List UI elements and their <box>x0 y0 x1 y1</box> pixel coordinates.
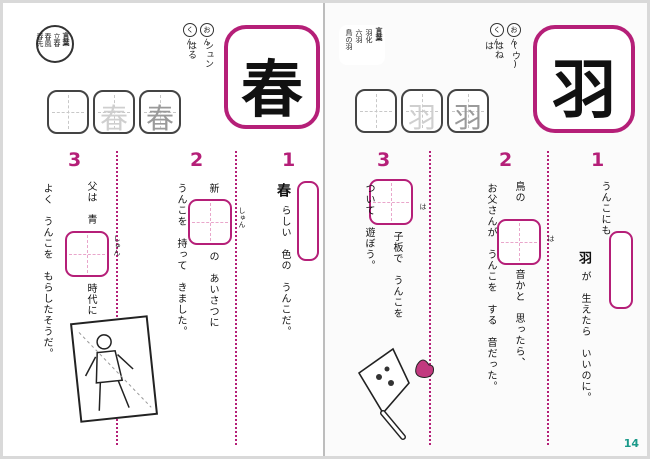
exercise-sentence: よく うんこを もらしたそうだ。 <box>41 183 52 359</box>
column-divider <box>429 151 431 445</box>
vocab-box-right: 言葉 羽化 六羽 鳥の羽 <box>339 25 385 65</box>
column-divider <box>116 151 118 445</box>
answer-blank[interactable] <box>497 219 541 265</box>
practice-box[interactable]: 春 <box>139 90 181 135</box>
exercise-sentence: らしい 色の うんこだ。 <box>279 205 290 337</box>
practice-box[interactable] <box>355 89 397 133</box>
on-reading-badge: おん <box>200 23 214 46</box>
exercise-sentence: の あいさつに <box>207 251 218 328</box>
blank-reading: しゅん <box>238 207 246 228</box>
blank-reading: は <box>419 203 427 210</box>
column-divider <box>547 151 549 445</box>
vocab-word: 春風 <box>44 33 52 47</box>
answer-blank[interactable] <box>297 181 319 261</box>
practice-box[interactable]: 羽 <box>401 89 443 134</box>
vocab-word: 春先 <box>36 33 44 47</box>
exercise-sentence: うんこを 持って きました。 <box>175 183 186 337</box>
exercise-number: 2 <box>190 149 204 171</box>
photo-illustration <box>69 315 159 423</box>
kun-reading: はる <box>186 41 196 59</box>
spine-gutter <box>323 3 325 456</box>
exercise-sentence: 時代に <box>85 283 96 316</box>
on-reading: (ウ) <box>510 41 520 70</box>
kun-reading-badge: くん <box>490 23 504 46</box>
vocab-box-left: 言葉 立春 春風 春先 <box>36 25 74 63</box>
exercise-sentence: 鳥の <box>513 181 524 203</box>
exercise-sentence: 父は 青 <box>85 181 96 225</box>
ghost-kanji: 羽 <box>453 101 482 134</box>
exercise-sentence: 音かと 思ったら、 <box>513 269 524 368</box>
kun-reading-badge: くん <box>183 23 197 46</box>
practice-box[interactable] <box>47 90 89 134</box>
exercise-number: 1 <box>282 149 296 171</box>
person-icon <box>78 332 152 411</box>
kun-reading: はね <box>493 41 503 59</box>
blank-reading: は <box>547 235 555 242</box>
exercise-prefix-kanji: 羽 <box>576 251 591 265</box>
blank-reading: しゅん <box>113 235 121 256</box>
main-kanji-frame: 羽 <box>533 25 635 133</box>
main-kanji-frame: 春 <box>224 25 320 129</box>
ghost-kanji: 春 <box>99 102 128 135</box>
vocab-label: 言葉 <box>375 27 383 41</box>
vocab-word: 鳥の羽 <box>345 29 353 50</box>
on-reading: シュン <box>203 41 213 68</box>
paddle-illustration <box>357 347 434 440</box>
main-kanji: 春 <box>240 53 303 126</box>
exercise-sentence: ついて 遊ぼう。 <box>363 183 374 271</box>
on-reading-badge: おん <box>507 23 521 46</box>
vocab-label: 言葉 <box>62 32 70 46</box>
exercise-sentence: 子板で うんこを <box>391 231 402 319</box>
exercise-sentence: が 生えたら いいのに。 <box>579 271 590 403</box>
answer-blank[interactable] <box>609 231 633 309</box>
answer-blank[interactable] <box>65 231 109 277</box>
exercise-number: 3 <box>377 149 391 171</box>
exercise-number: 1 <box>591 149 605 171</box>
column-divider <box>235 151 237 445</box>
answer-blank[interactable] <box>369 179 413 225</box>
left-page: 言葉 立春 春風 春先 くん おん シュン はる 春 春 春 1 2 3 春 ら… <box>3 3 323 456</box>
page-number: 14 <box>623 437 639 450</box>
right-page: 言葉 羽化 六羽 鳥の羽 くん おん (ウ) はね は 羽 羽 羽 1 2 3 … <box>325 3 647 456</box>
exercise-sentence: 新 <box>207 183 218 194</box>
ghost-kanji: 春 <box>145 102 174 135</box>
exercise-prefix-kanji: 春 <box>275 183 291 198</box>
vocab-word: 六羽 <box>355 29 363 43</box>
vocab-word: 羽化 <box>365 29 373 43</box>
kun-reading-2: は <box>483 41 493 50</box>
exercise-sentence: うんこにも <box>599 181 610 236</box>
vocab-word: 立春 <box>53 33 61 47</box>
ghost-kanji: 羽 <box>407 101 436 134</box>
practice-box[interactable]: 春 <box>93 90 135 135</box>
exercise-number: 2 <box>499 149 513 171</box>
exercise-sentence: お父さんが うんこを する 音だった。 <box>485 183 496 392</box>
practice-box[interactable]: 羽 <box>447 89 489 134</box>
main-kanji: 羽 <box>552 53 616 128</box>
exercise-number: 3 <box>68 149 82 171</box>
book-spread: 言葉 立春 春風 春先 くん おん シュン はる 春 春 春 1 2 3 春 ら… <box>3 3 647 456</box>
answer-blank[interactable] <box>188 199 232 245</box>
